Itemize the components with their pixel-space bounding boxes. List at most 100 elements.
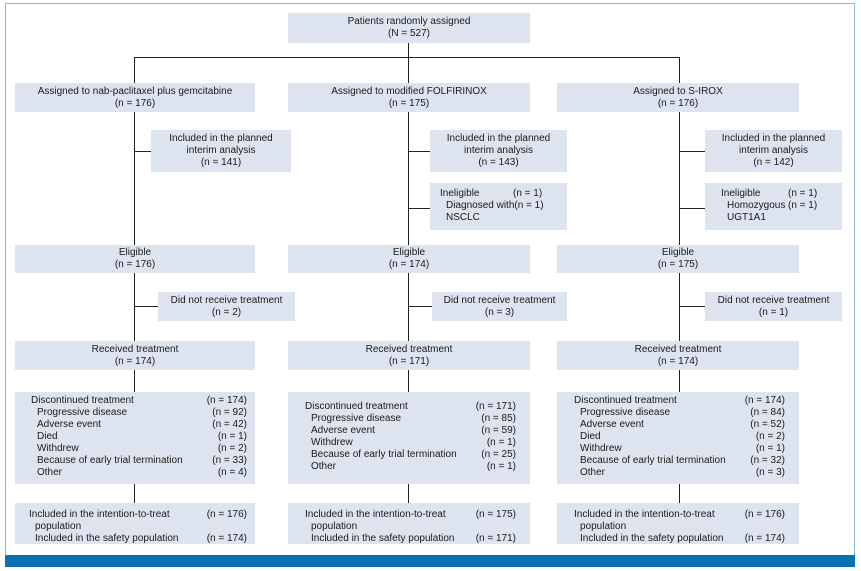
notreated-count: (n = 3) [484, 306, 515, 318]
connector-arm2-notreated [408, 306, 432, 307]
list-item: Homozygous(n = 1) [727, 200, 818, 211]
list-item: Diagnosed with(n = 1) [446, 200, 544, 211]
box-ineligible-arm2: Ineligible(n = 1) Diagnosed with(n = 1) … [430, 183, 567, 230]
list-item: Progressive disease(n = 84) [580, 407, 785, 418]
list-item: Died(n = 1) [37, 431, 247, 442]
assigned-count: (n = 176) [114, 97, 156, 109]
list-item: Included in the intention-to-treat(n = 1… [305, 509, 516, 520]
list-item: population [580, 521, 627, 532]
received-label: Received treatment [634, 343, 722, 355]
box-assigned-s-irox: Assigned to S-IROX (n = 176) [557, 83, 799, 112]
box-itt-arm1: Included in the intention-to-treat(n = 1… [15, 503, 255, 544]
connector-arm3-top [679, 57, 680, 83]
connector-arm3-main [679, 112, 680, 245]
list-item: Discontinued treatment(n = 174) [31, 395, 247, 406]
assigned-label: Assigned to S-IROX [633, 85, 723, 97]
box-interim-arm1: Included in the planned interim analysis… [151, 130, 291, 172]
box-received-arm1: Received treatment (n = 174) [15, 341, 255, 370]
list-item: NSCLC [446, 212, 480, 223]
list-item: Included in the safety population(n = 17… [311, 533, 516, 544]
box-itt-arm2: Included in the intention-to-treat(n = 1… [288, 503, 530, 544]
box-ineligible-arm3: Ineligible(n = 1) Homozygous(n = 1) UGT1… [705, 183, 842, 230]
list-item: Other(n = 4) [37, 467, 247, 478]
box-itt-arm3: Included in the intention-to-treat(n = 1… [557, 503, 799, 544]
interim-line1: Included in the planned [721, 133, 826, 144]
box-assigned-nab-paclitaxel: Assigned to nab-paclitaxel plus gemcitab… [15, 83, 255, 112]
connector-arm3-received [679, 370, 680, 392]
list-item: Adverse event(n = 42) [37, 419, 247, 430]
list-item: UGT1A1 [727, 212, 766, 223]
list-item: Ineligible(n = 1) [721, 188, 818, 199]
list-item: Discontinued treatment(n = 174) [574, 395, 785, 406]
box-assigned-folfirinox: Assigned to modified FOLFIRINOX (n = 175… [288, 83, 530, 112]
randomized-label: Patients randomly assigned [347, 16, 471, 27]
eligible-count: (n = 176) [114, 259, 156, 270]
box-interim-arm2: Included in the planned interim analysis… [430, 130, 567, 172]
list-item: Included in the intention-to-treat(n = 1… [574, 509, 785, 520]
list-item: Withdrew(n = 1) [311, 437, 516, 448]
interim-line1: Included in the planned [169, 133, 273, 144]
connector-arm2-main [408, 112, 409, 245]
box-notreated-arm3: Did not receive treatment (n = 1) [705, 292, 842, 321]
connector-arm1-received [134, 370, 135, 392]
eligible-label: Eligible [661, 247, 695, 258]
box-received-arm2: Received treatment (n = 171) [288, 341, 530, 370]
list-item: population [35, 521, 82, 532]
interim-count: (n = 142) [753, 157, 794, 168]
list-item: Because of early trial termination(n = 3… [37, 455, 247, 466]
connector-arm2-itt [408, 484, 409, 503]
connector-arm2-interim [408, 151, 430, 152]
list-item: Other(n = 3) [580, 467, 785, 478]
received-count: (n = 174) [657, 355, 699, 367]
list-item: Adverse event(n = 59) [311, 425, 516, 436]
list-item: Other(n = 1) [311, 461, 516, 472]
connector-arm3-ineligible [679, 208, 705, 209]
connector-arm3-itt [679, 484, 680, 503]
notreated-count: (n = 2) [211, 306, 242, 318]
interim-line2: interim analysis [739, 145, 808, 156]
interim-line1: Included in the planned [446, 133, 551, 144]
list-item: population [311, 521, 358, 532]
connector-arm1-main [134, 112, 135, 245]
received-count: (n = 171) [388, 355, 430, 367]
eligible-count: (n = 175) [657, 259, 699, 270]
interim-count: (n = 143) [478, 157, 519, 168]
connector-arm3-notreated [679, 306, 705, 307]
list-item: Progressive disease(n = 92) [37, 407, 247, 418]
box-interim-arm3: Included in the planned interim analysis… [705, 130, 842, 172]
box-discontinued-arm1: Discontinued treatment(n = 174) Progress… [15, 392, 255, 484]
received-count: (n = 174) [114, 355, 156, 367]
box-eligible-arm2: Eligible (n = 174) [288, 245, 530, 273]
box-notreated-arm1: Did not receive treatment (n = 2) [158, 292, 295, 321]
list-item: Because of early trial termination(n = 3… [580, 455, 785, 466]
connector-arm1-eligible [134, 273, 135, 341]
assigned-label: Assigned to nab-paclitaxel plus gemcitab… [37, 85, 233, 97]
box-notreated-arm2: Did not receive treatment (n = 3) [432, 292, 567, 321]
connector-arm2-ineligible [408, 208, 430, 209]
notreated-label: Did not receive treatment [443, 294, 556, 306]
interim-line2: interim analysis [186, 145, 256, 156]
list-item: Included in the intention-to-treat(n = 1… [29, 509, 247, 520]
connector-arm2-received [408, 370, 409, 392]
eligible-label: Eligible [118, 247, 152, 258]
bottom-accent-bar [5, 555, 855, 567]
connector-arm2-eligible [408, 273, 409, 341]
list-item: Progressive disease(n = 85) [311, 413, 516, 424]
box-randomized: Patients randomly assigned (N = 527) [288, 13, 530, 43]
notreated-label: Did not receive treatment [717, 294, 830, 306]
list-item: Died(n = 2) [580, 431, 785, 442]
box-discontinued-arm2: Discontinued treatment(n = 171) Progress… [288, 392, 530, 484]
list-item: Ineligible(n = 1) [440, 188, 543, 199]
connector-arm1-notreated [134, 306, 158, 307]
notreated-label: Did not receive treatment [170, 294, 283, 306]
connector-arm1-interim [134, 151, 151, 152]
list-item: Included in the safety population(n = 17… [580, 533, 785, 544]
connector-arm1-top [134, 57, 135, 83]
connector-root-down [408, 43, 409, 83]
box-received-arm3: Received treatment (n = 174) [557, 341, 799, 370]
list-item: Adverse event(n = 52) [580, 419, 785, 430]
box-discontinued-arm3: Discontinued treatment(n = 174) Progress… [557, 392, 799, 484]
randomized-count: (N = 527) [388, 28, 430, 39]
eligible-label: Eligible [392, 247, 426, 258]
notreated-count: (n = 1) [758, 306, 789, 318]
